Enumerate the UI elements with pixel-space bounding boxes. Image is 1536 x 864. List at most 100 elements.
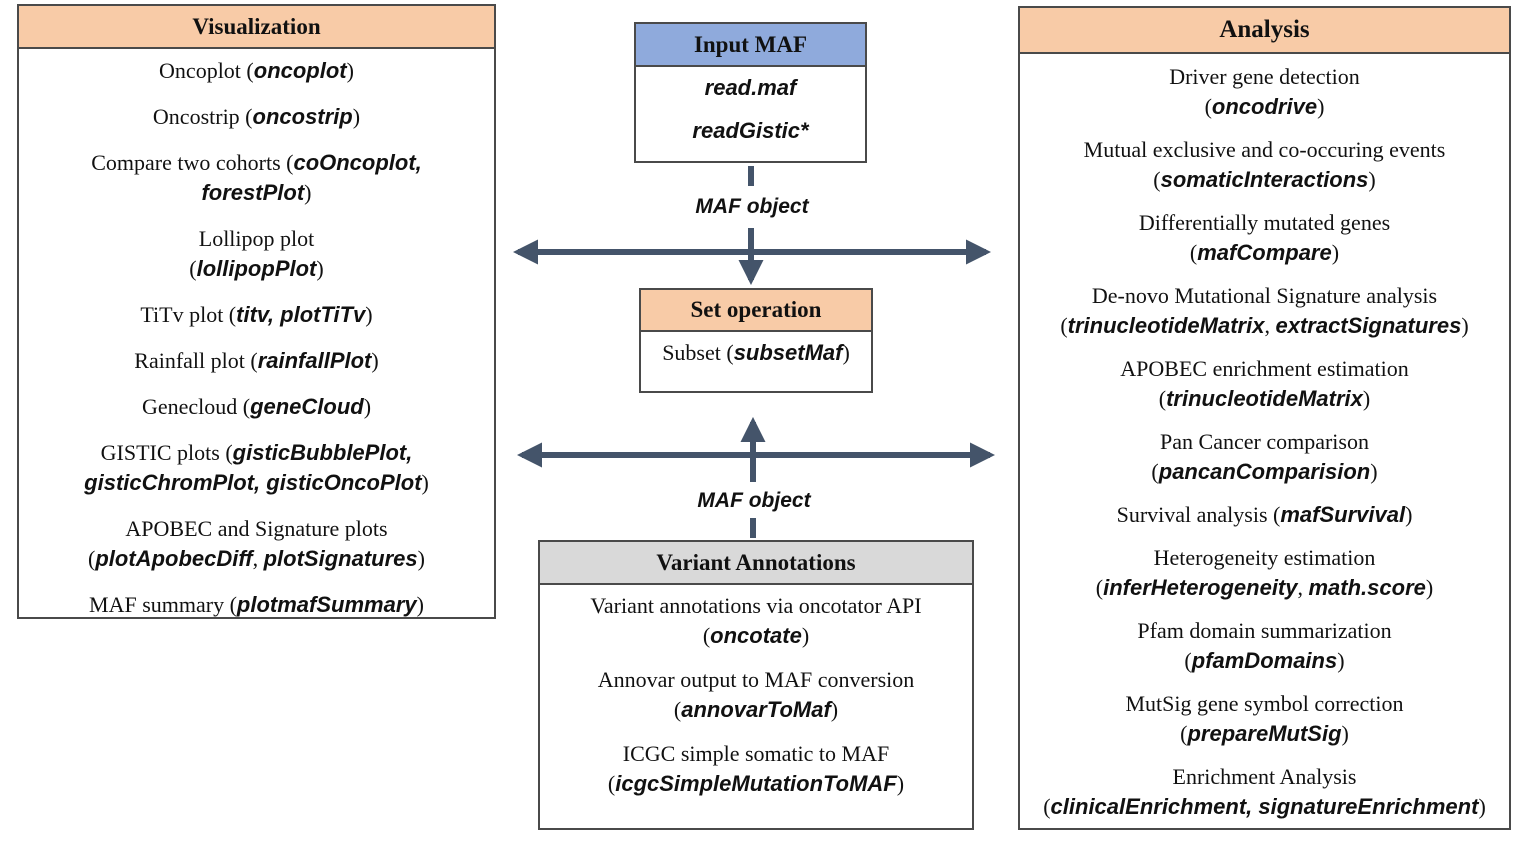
function-name: annovarToMaf bbox=[681, 697, 831, 722]
list-item: Genecloud (geneCloud) bbox=[19, 392, 494, 422]
list-item: Heterogeneity estimation (inferHeterogene… bbox=[1020, 543, 1509, 603]
item-line: (mafCompare) bbox=[1020, 238, 1509, 268]
item-text: ) bbox=[842, 340, 850, 365]
function-name: gisticChromPlot, gisticOncoPlot bbox=[84, 470, 422, 495]
item-text: Enrichment Analysis bbox=[1172, 764, 1357, 789]
item-text: ) bbox=[416, 592, 424, 617]
item-line: Pan Cancer comparison bbox=[1020, 427, 1509, 457]
item-line: Oncostrip (oncostrip) bbox=[19, 102, 494, 132]
list-item: Oncoplot (oncoplot) bbox=[19, 56, 494, 86]
item-line: Pfam domain summarization bbox=[1020, 616, 1509, 646]
item-text: MAF summary ( bbox=[89, 592, 237, 617]
list-item: APOBEC and Signature plots (plotApobecDif… bbox=[19, 514, 494, 574]
item-text: ) bbox=[1331, 240, 1340, 265]
item-text: ) bbox=[1461, 313, 1469, 338]
item-text: ) bbox=[830, 697, 839, 722]
function-name: forestPlot bbox=[201, 180, 305, 205]
item-text: ) bbox=[1425, 575, 1434, 600]
list-item: Pfam domain summarization(pfamDomains) bbox=[1020, 616, 1509, 676]
item-text: ) bbox=[1341, 721, 1349, 746]
function-name: extractSignatures bbox=[1275, 313, 1462, 338]
visualization-header: Visualization bbox=[19, 6, 494, 49]
item-line: gisticChromPlot, gisticOncoPlot) bbox=[19, 468, 494, 498]
item-text: ) bbox=[316, 256, 324, 281]
item-text: ) bbox=[1370, 459, 1378, 484]
item-text: Subset ( bbox=[662, 340, 734, 365]
input-maf-list: read.maf readGistic* bbox=[636, 67, 865, 146]
function-name: plotSignatures bbox=[263, 546, 418, 571]
item-text: ) bbox=[365, 302, 373, 327]
item-text: MutSig gene symbol correction bbox=[1125, 691, 1404, 716]
item-text: ) bbox=[896, 771, 905, 796]
item-text: ) bbox=[1405, 502, 1413, 527]
list-item: Pan Cancer comparison(pancanComparision) bbox=[1020, 427, 1509, 487]
item-text: Heterogeneity estimation bbox=[1153, 545, 1376, 570]
list-item: Differentially mutated genes (mafCompare) bbox=[1020, 208, 1509, 268]
item-text: ICGC simple somatic to MAF bbox=[622, 741, 890, 766]
item-line: (oncotate) bbox=[540, 621, 972, 651]
item-text: , bbox=[252, 546, 264, 571]
list-item: readGistic* bbox=[636, 116, 865, 146]
list-item: Driver gene detection(oncodrive) bbox=[1020, 62, 1509, 122]
item-line: (inferHeterogeneity, math.score) bbox=[1020, 573, 1509, 603]
function-name: pfamDomains bbox=[1191, 648, 1338, 673]
item-text: ( bbox=[1043, 794, 1051, 819]
item-line: APOBEC and Signature plots bbox=[19, 514, 494, 544]
item-line: (annovarToMaf) bbox=[540, 695, 972, 725]
variant-annotations-box: Variant Annotations Variant annotations … bbox=[538, 540, 974, 830]
function-name: inferHeterogeneity bbox=[1103, 575, 1298, 600]
function-name: plotApobecDiff bbox=[95, 546, 253, 571]
item-line: Heterogeneity estimation bbox=[1020, 543, 1509, 573]
item-text: Annovar output to MAF conversion bbox=[597, 667, 915, 692]
variant-annotations-list: Variant annotations via oncotator API(on… bbox=[540, 585, 972, 799]
list-item: MAF summary (plotmafSummary) bbox=[19, 590, 494, 620]
item-text: ( bbox=[1060, 313, 1068, 338]
item-text: ) bbox=[304, 180, 312, 205]
item-line: Genecloud (geneCloud) bbox=[19, 392, 494, 422]
item-line: (icgcSimpleMutationToMAF) bbox=[540, 769, 972, 799]
item-line: (plotApobecDiff, plotSignatures) bbox=[19, 544, 494, 574]
item-text: ( bbox=[1189, 240, 1198, 265]
item-text: ( bbox=[1180, 721, 1188, 746]
item-line: Mutual exclusive and co-occuring events bbox=[1020, 135, 1509, 165]
function-name: oncotate bbox=[710, 623, 802, 648]
function-name: coOncoplot, bbox=[293, 150, 422, 175]
item-text: Oncoplot ( bbox=[159, 58, 254, 83]
visualization-box: Visualization Oncoplot (oncoplot) Oncostr… bbox=[17, 4, 496, 619]
item-text: De-novo Mutational Signature analysis bbox=[1091, 283, 1438, 308]
visualization-list: Oncoplot (oncoplot) Oncostrip (oncostrip)… bbox=[19, 49, 494, 620]
item-text: Survival analysis ( bbox=[1116, 502, 1281, 527]
item-text: ( bbox=[1095, 575, 1104, 600]
set-operation-list: Subset (subsetMaf) bbox=[641, 332, 871, 368]
list-item: Subset (subsetMaf) bbox=[641, 338, 871, 368]
function-name: readGistic* bbox=[692, 118, 809, 143]
list-item: Survival analysis (mafSurvival) bbox=[1020, 500, 1509, 530]
item-line: Driver gene detection bbox=[1020, 62, 1509, 92]
item-text: ( bbox=[1204, 94, 1212, 119]
analysis-header: Analysis bbox=[1020, 8, 1509, 54]
item-text: APOBEC and Signature plots bbox=[125, 516, 388, 541]
item-text: Pan Cancer comparison bbox=[1160, 429, 1369, 454]
item-text: ( bbox=[1153, 167, 1161, 192]
item-line: ICGC simple somatic to MAF bbox=[540, 739, 972, 769]
item-text: Rainfall plot ( bbox=[134, 348, 258, 373]
item-line: read.maf bbox=[636, 73, 865, 103]
item-text: ( bbox=[673, 697, 682, 722]
list-item: Annovar output to MAF conversion (annovar… bbox=[540, 665, 972, 725]
item-text: Pfam domain summarization bbox=[1137, 618, 1392, 643]
function-name: titv, plotTiTv bbox=[236, 302, 366, 327]
item-text: , bbox=[1264, 313, 1276, 338]
item-line: Oncoplot (oncoplot) bbox=[19, 56, 494, 86]
item-line: (oncodrive) bbox=[1020, 92, 1509, 122]
function-name: math.score bbox=[1308, 575, 1426, 600]
variant-annotations-header: Variant Annotations bbox=[540, 542, 972, 585]
list-item: Mutual exclusive and co-occuring events (… bbox=[1020, 135, 1509, 195]
list-item: Lollipop plot(lollipopPlot) bbox=[19, 224, 494, 284]
item-text: ( bbox=[702, 623, 711, 648]
item-text: Oncostrip ( bbox=[152, 104, 253, 129]
item-text: Mutual exclusive and co-occuring events bbox=[1083, 137, 1446, 162]
item-text: Differentially mutated genes bbox=[1138, 210, 1391, 235]
function-name: clinicalEnrichment, signatureEnrichment bbox=[1050, 794, 1479, 819]
function-name: oncodrive bbox=[1211, 94, 1318, 119]
